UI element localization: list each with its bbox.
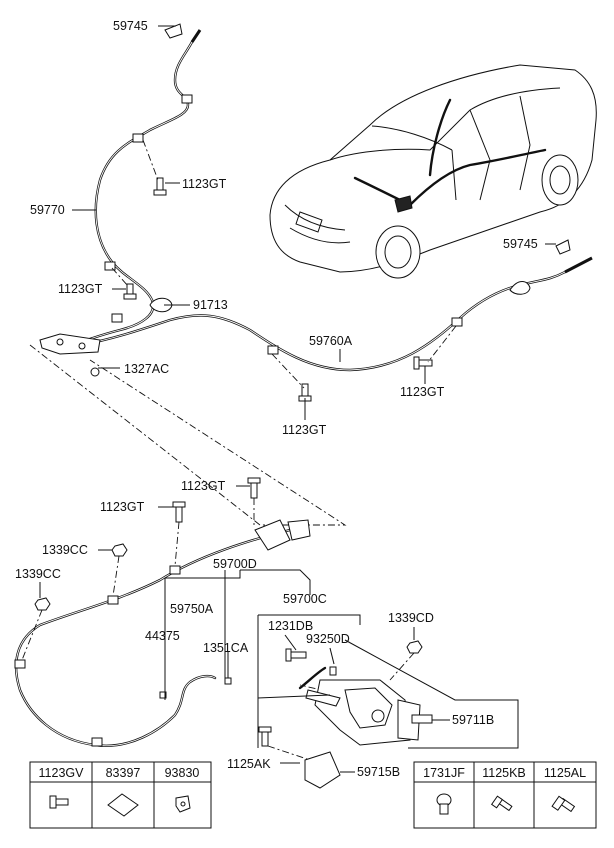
callout-1123gt-f: 1123GT — [100, 500, 145, 514]
callout-1339cc-b: 1339CC — [15, 567, 61, 581]
callout-1123gt-c: 1123GT — [282, 423, 327, 437]
callout-59715b: 59715B — [357, 765, 400, 779]
callout-1351ca: 1351CA — [203, 641, 249, 655]
callout-59700d: 59700D — [213, 557, 257, 571]
table-left-header-3: 93830 — [165, 766, 200, 780]
callout-44375: 44375 — [145, 629, 180, 643]
callout-1339cd: 1339CD — [388, 611, 434, 625]
bolt-icon — [551, 795, 576, 813]
leader-lines — [39, 25, 556, 773]
callout-59750a: 59750A — [170, 602, 214, 616]
callout-93250d: 93250D — [306, 632, 350, 646]
callout-91713: 91713 — [193, 298, 228, 312]
screw-icon — [490, 795, 513, 812]
table-right-header-3: 1125AL — [544, 766, 586, 780]
callout-1123gt-d: 1123GT — [400, 385, 445, 399]
callout-1339cc-a: 1339CC — [42, 543, 88, 557]
callout-59745-top: 59745 — [113, 19, 148, 33]
cable-59760a — [78, 256, 593, 372]
nut-icon — [34, 543, 423, 654]
callout-1327ac: 1327AC — [124, 362, 169, 376]
equalizer-bracket — [39, 297, 173, 377]
callout-1123gt-a: 1123GT — [182, 177, 227, 191]
parts-table-left: 1123GV 83397 93830 — [29, 761, 212, 829]
bolt-icon — [172, 477, 307, 747]
callout-1123gt-e: 1123GT — [181, 479, 226, 493]
cable-59700d — [14, 519, 311, 747]
callout-1125ak: 1125AK — [227, 757, 271, 771]
callout-labels: 59745 1123GT 59770 1123GT 91713 1327AC 5… — [15, 19, 538, 779]
clip-icon — [175, 795, 191, 813]
plate-icon — [107, 793, 139, 817]
plug-icon — [436, 793, 452, 815]
table-right-header-1: 1731JF — [423, 766, 465, 780]
clip-icon — [164, 23, 571, 255]
car-illustration — [269, 64, 597, 279]
callout-59700c: 59700C — [283, 592, 327, 606]
table-left-header-1: 1123GV — [39, 766, 85, 780]
table-left-header-2: 83397 — [106, 766, 141, 780]
parts-table-right: 1731JF 1125KB 1125AL — [413, 761, 597, 829]
callout-59760a: 59760A — [309, 334, 353, 348]
table-right-header-2: 1125KB — [482, 766, 526, 780]
bolt-icon — [49, 795, 69, 809]
cable-59770 — [78, 29, 202, 344]
callout-1231db: 1231DB — [268, 619, 313, 633]
bolt-icon — [123, 177, 433, 402]
parking-brake-pedal — [298, 666, 433, 789]
callout-59770: 59770 — [30, 203, 65, 217]
callout-1123gt-b: 1123GT — [58, 282, 103, 296]
callout-59745-right: 59745 — [503, 237, 538, 251]
callout-59711b: 59711B — [452, 713, 494, 727]
